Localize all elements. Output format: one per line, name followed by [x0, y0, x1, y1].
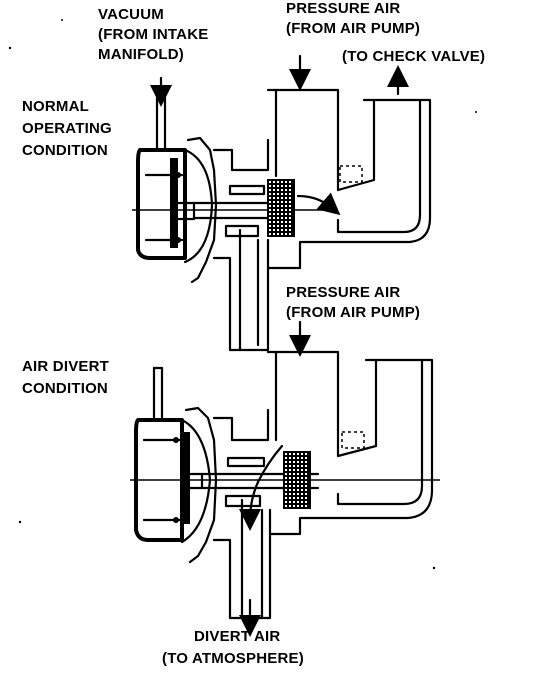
- normal-condition-label-3: CONDITION: [22, 142, 108, 159]
- vacuum-nipple-divert: [152, 366, 164, 422]
- air-divert-condition-label: AIR DIVERT: [22, 358, 110, 375]
- pressure-air-top-source-label: (FROM AIR PUMP): [286, 20, 421, 37]
- divert-air-destination-label: (TO ATMOSPHERE): [162, 650, 304, 667]
- normal-flow-arrow: [296, 192, 341, 216]
- valve-body-divert: [212, 408, 272, 620]
- pressure-air-mid-source-label: (FROM AIR PUMP): [286, 304, 421, 321]
- air-divert-condition-valve: [130, 320, 440, 637]
- pressure-air-mid-label: PRESSURE AIR: [286, 284, 401, 301]
- diaphragm-housing: [136, 136, 218, 284]
- pressure-inlet-tube: [266, 54, 340, 192]
- check-valve-label: (TO CHECK VALVE): [342, 48, 486, 65]
- vacuum-source-label: (FROM INTAKE: [98, 26, 209, 43]
- divert-flow-arrow: [239, 444, 284, 531]
- valve-body: [212, 138, 270, 352]
- pressure-inlet-tube-divert: [266, 320, 340, 458]
- filter-screen: [267, 179, 295, 237]
- filter-screen-divert: [283, 451, 311, 509]
- check-valve-outlet-divert: [268, 358, 434, 536]
- normal-condition-valve: [132, 54, 432, 352]
- normal-condition-label-2: OPERATING: [22, 120, 112, 137]
- normal-condition-label: NORMAL: [22, 98, 90, 115]
- vacuum-nipple: [150, 76, 172, 152]
- diaphragm-housing-divert: [134, 406, 218, 564]
- air-divert-condition-label-2: CONDITION: [22, 380, 108, 397]
- vacuum-source-label-cont: MANIFOLD): [98, 46, 184, 63]
- valve-stem: [132, 184, 338, 221]
- vacuum-label: VACUUM: [98, 6, 164, 23]
- pressure-air-top-label: PRESSURE AIR: [286, 0, 401, 17]
- scan-specks: [8, 19, 477, 570]
- check-valve-outlet: [266, 65, 432, 270]
